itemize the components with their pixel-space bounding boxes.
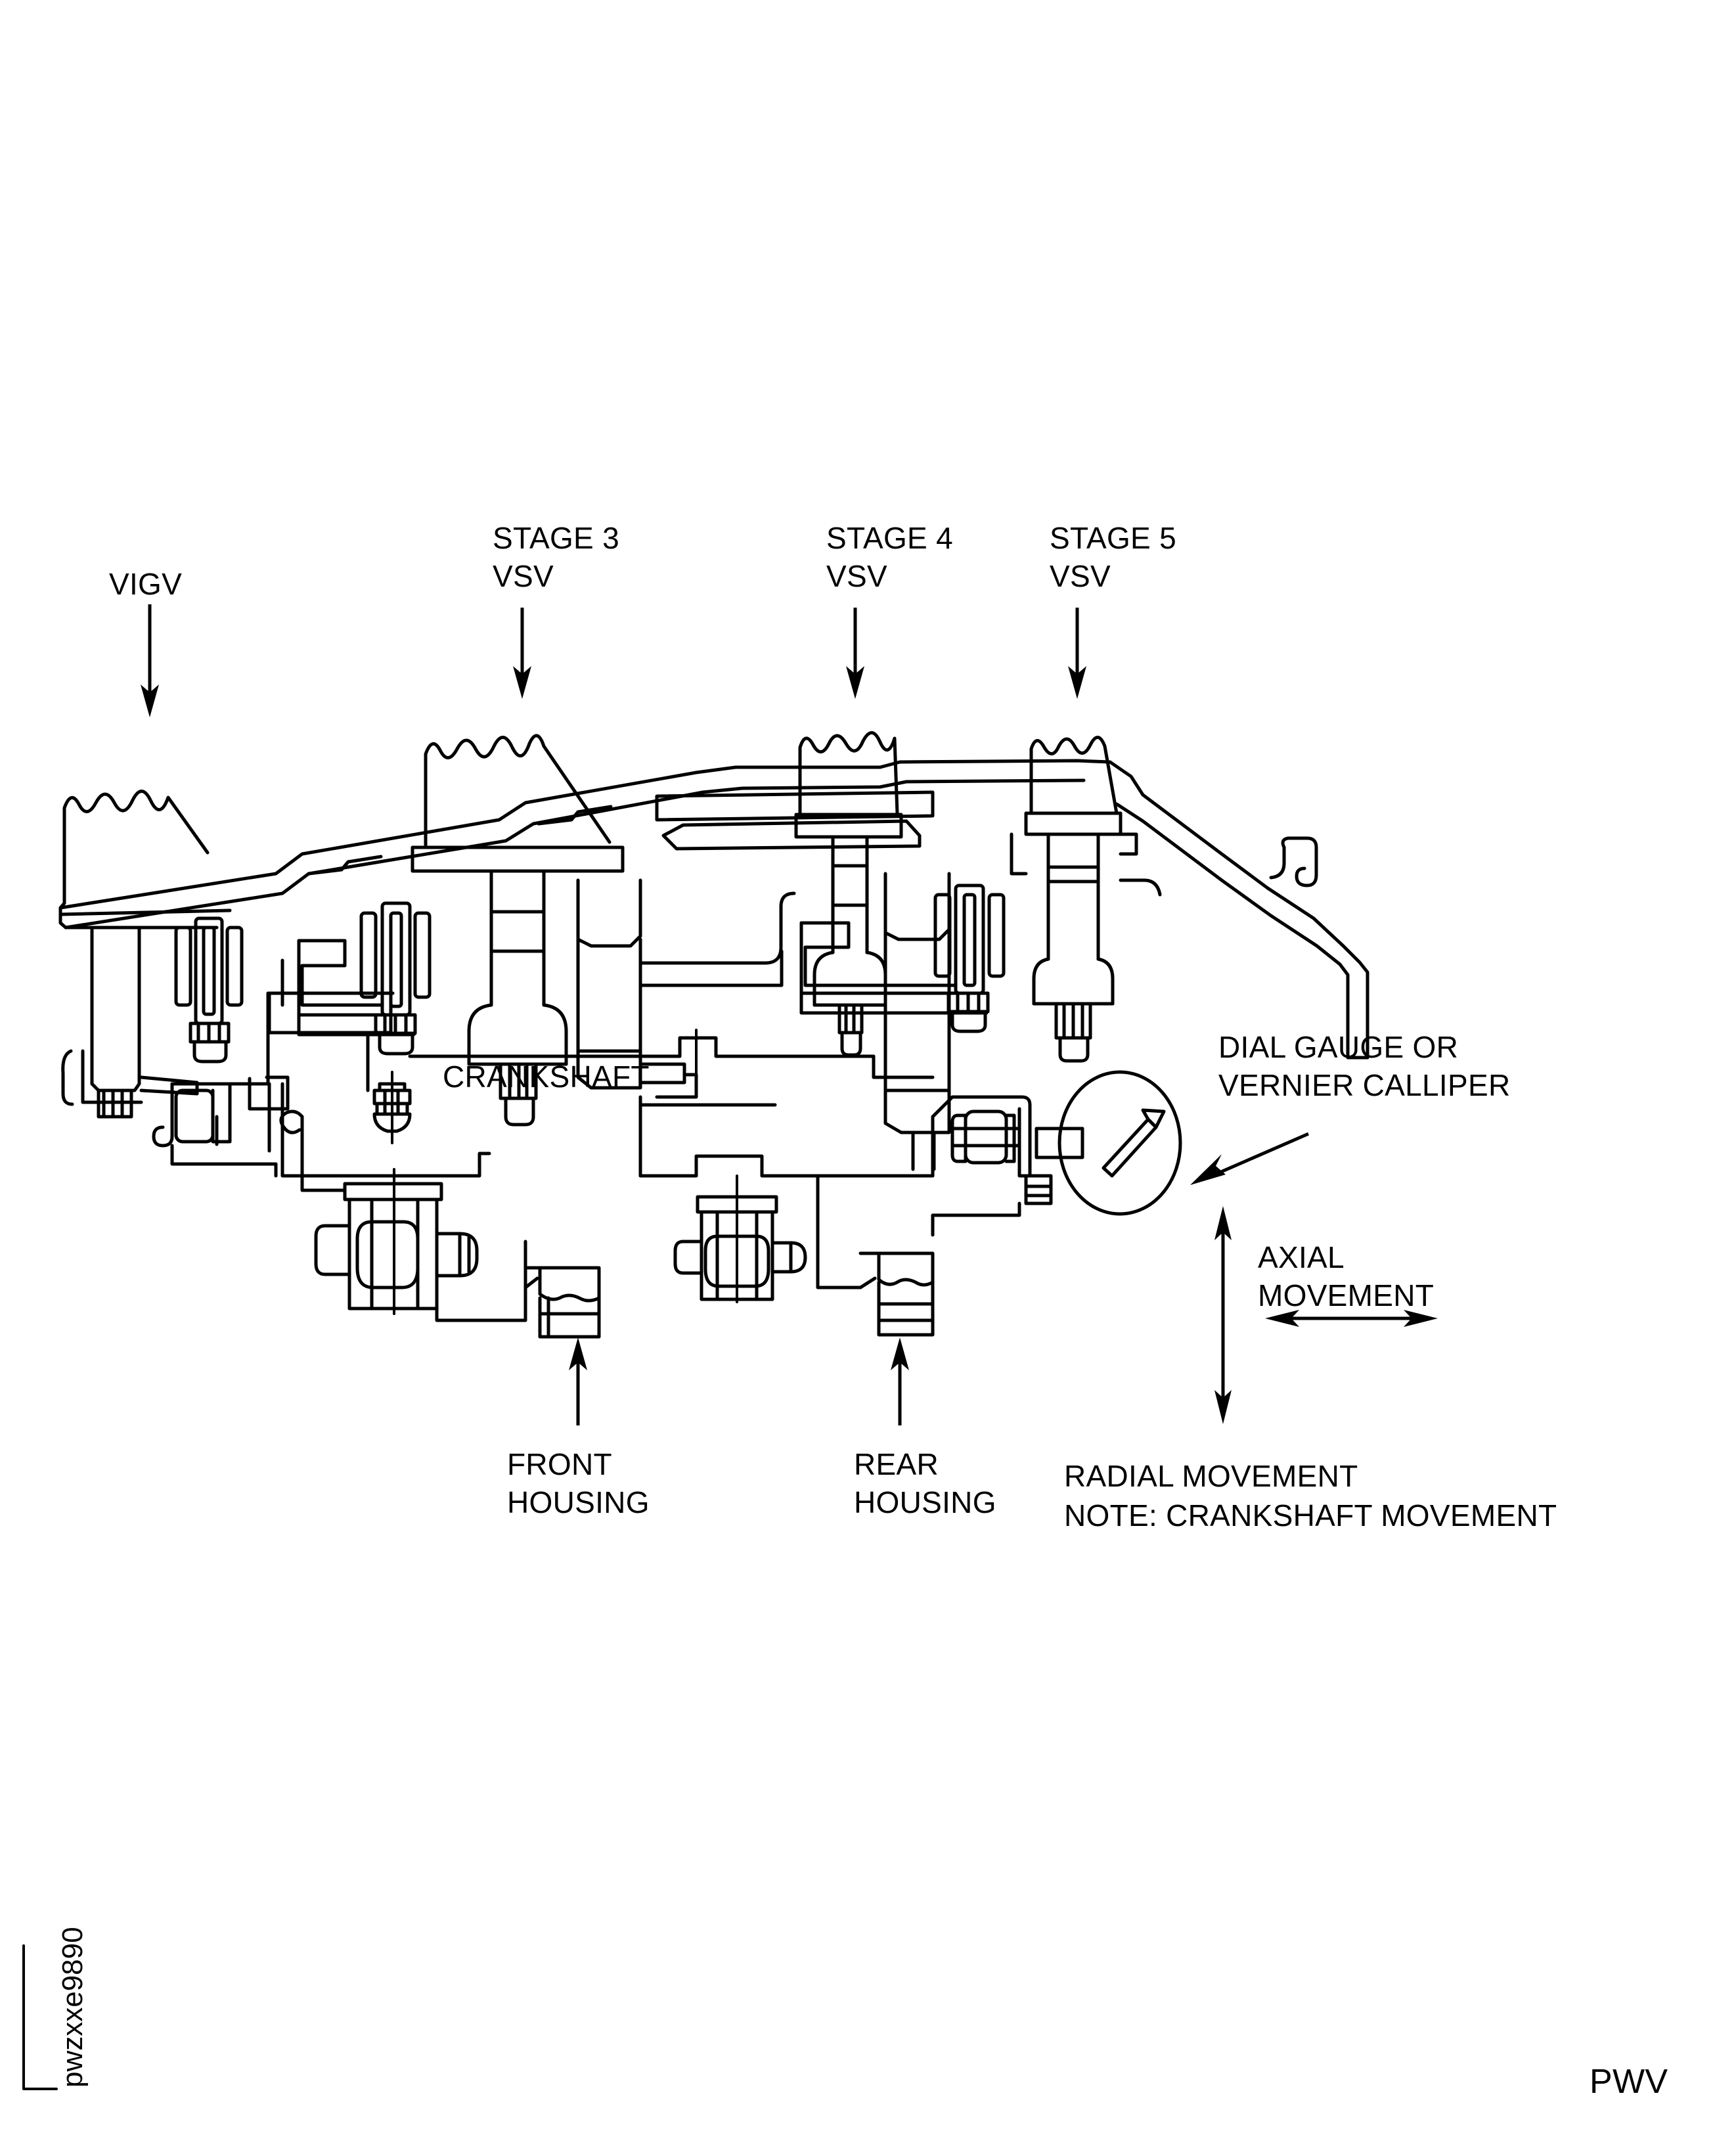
vigv-linkage-roller <box>174 916 244 1064</box>
engine-outer-casing <box>58 759 1369 1060</box>
callout-label-vigv: VIGV <box>109 567 183 601</box>
callout-label-crankshaft: CRANKSHAFT <box>443 1060 650 1094</box>
callout-label-axial-movement: AXIAL MOVEMENT <box>1258 1240 1435 1312</box>
rear-housing-foot <box>858 1251 935 1337</box>
callout-label-radial-movement: RADIAL MOVEMENT <box>1064 1459 1358 1493</box>
mid-casing-plate <box>655 790 935 851</box>
sheet-corner-bracket <box>22 1944 58 2090</box>
stage3-arrow-icon <box>513 608 531 699</box>
figure-id-vertical: pwzxxe9890 <box>56 1927 89 2088</box>
front-housing-foot <box>523 1266 601 1339</box>
callout-label-stage5-vsv: STAGE 5 VSV <box>1050 521 1176 593</box>
callout-label-stage3-vsv: STAGE 3 VSV <box>493 521 619 593</box>
stage4-linkage-block <box>883 872 951 1171</box>
dial-gauge-leader-arrow-icon <box>1190 1132 1309 1185</box>
front-housing-arrow-icon <box>569 1337 587 1425</box>
rear-crank-journal <box>673 1175 807 1303</box>
stage5-arrow-icon <box>1068 608 1086 699</box>
front-crank-journal <box>314 1168 479 1315</box>
vigv-actuator-assembly <box>58 790 232 1119</box>
radial-movement-arrow-icon <box>1214 1206 1232 1424</box>
callout-label-stage4-vsv: STAGE 4 VSV <box>826 521 953 593</box>
stage4-vsv-actuator <box>794 731 903 1057</box>
callout-label-rear-housing: REAR HOUSING <box>854 1447 996 1519</box>
front-housing-bolt <box>372 1071 412 1144</box>
vigv-arrow-icon <box>141 604 159 717</box>
movement-arrows <box>1214 1206 1438 1424</box>
callout-label-front-housing: FRONT HOUSING <box>507 1447 650 1519</box>
callout-label-dial-gauge: DIAL GAUGE OR VERNIER CALLIPER <box>1218 1030 1511 1102</box>
callout-arrows <box>141 604 1309 1425</box>
mid-linkage-arms <box>215 1077 268 1146</box>
footer-right-label: PWV <box>1590 2063 1668 2101</box>
stage5-vsv-actuator <box>1010 736 1162 1063</box>
axial-movement-arrow-icon <box>1265 1310 1438 1327</box>
stage4-arrow-icon <box>846 608 864 699</box>
callout-label-note-crankshaft-movement: NOTE: CRANKSHAFT MOVEMENT <box>1064 1498 1557 1533</box>
dial-gauge-instrument <box>1057 1070 1182 1216</box>
dial-gauge-mount-bracket <box>931 1095 1084 1237</box>
rear-housing-section <box>602 1029 935 1337</box>
stage3-linkage-roller <box>297 901 432 1056</box>
stage4-linkage-roller <box>799 884 1006 1033</box>
stage3-vsv-actuator <box>411 734 625 1127</box>
front-housing-section <box>152 991 606 1339</box>
rear-housing-arrow-icon <box>891 1337 909 1425</box>
mid-housing-body <box>280 891 796 1007</box>
stage3-linkage-block <box>576 878 698 1099</box>
